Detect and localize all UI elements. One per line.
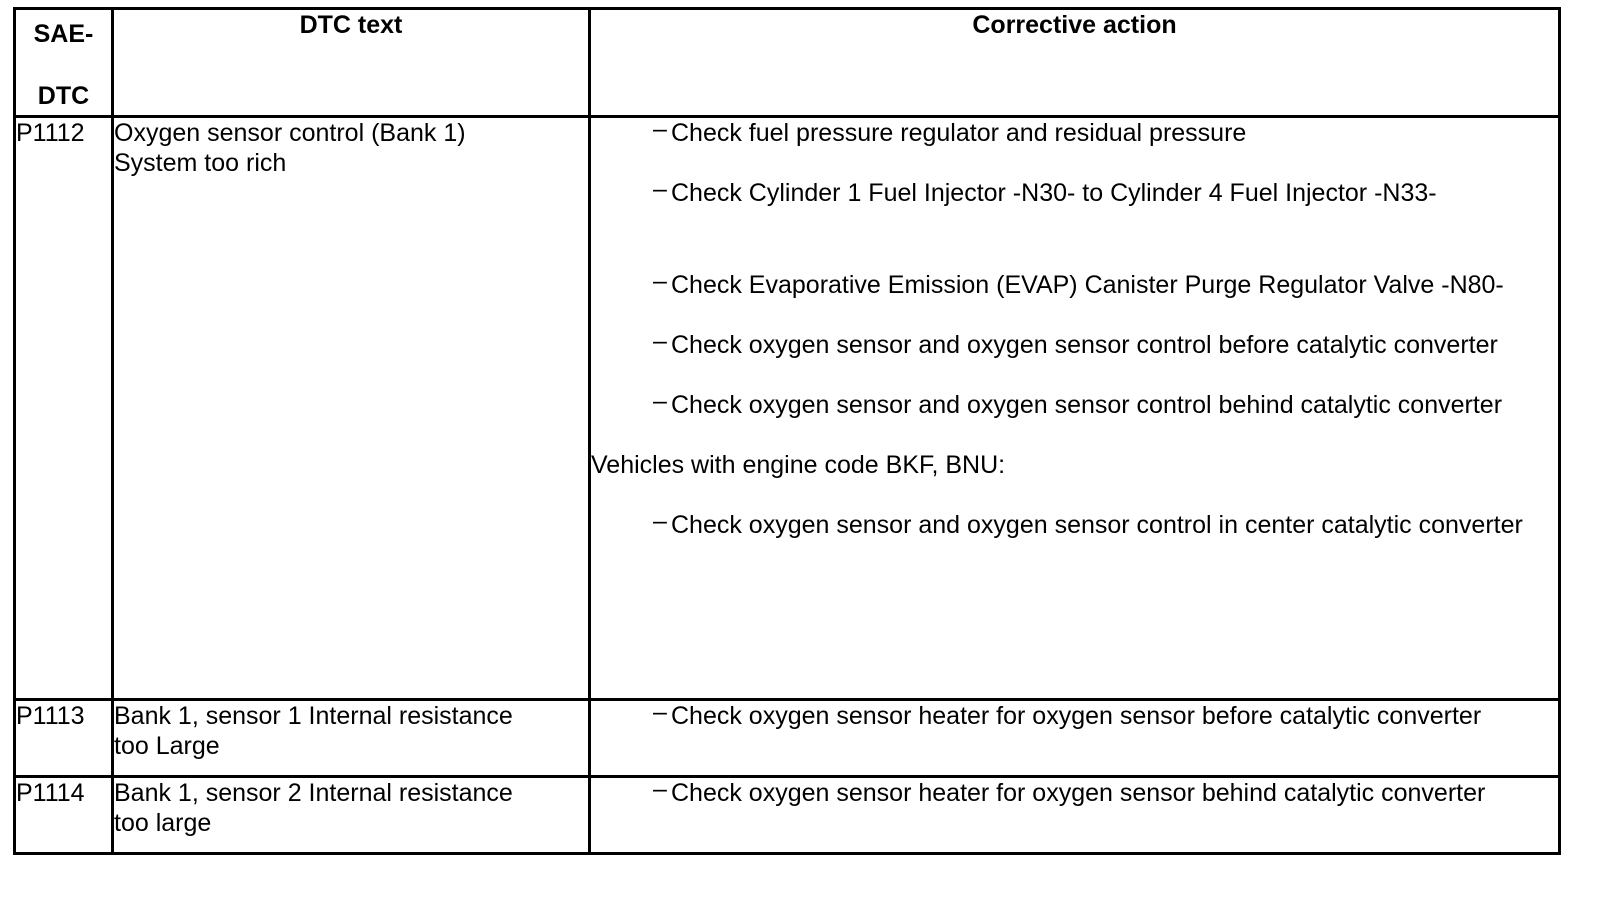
header-dtc-text: DTC text — [111, 7, 591, 118]
header-row: SAE- DTC DTC text Corrective action — [13, 7, 1561, 118]
action-item: – Check fuel pressure regulator and resi… — [591, 115, 1558, 148]
dtc-text-line: Bank 1, sensor 2 Internal resistance — [114, 779, 513, 807]
action-item: – Check Cylinder 1 Fuel Injector -N30- t… — [591, 175, 1558, 208]
dtc-table: SAE- DTC DTC text Corrective action P111… — [13, 7, 1561, 855]
corrective-action: – Check fuel pressure regulator and resi… — [588, 115, 1561, 701]
header-sae-dtc-line2: DTC — [37, 82, 90, 110]
header-corrective-action: Corrective action — [588, 7, 1561, 118]
dtc-text: Bank 1, sensor 2 Internal resistance too… — [111, 775, 591, 855]
dtc-text-line: too Large — [114, 732, 220, 760]
dtc-text-line: System too rich — [114, 149, 287, 177]
action-item: – Check oxygen sensor heater for oxygen … — [591, 775, 1558, 808]
dash-bullet: – — [653, 327, 667, 355]
dtc-code: P1112 — [13, 115, 114, 701]
action-text: Check oxygen sensor and oxygen sensor co… — [671, 331, 1498, 359]
dash-bullet: – — [653, 775, 667, 803]
table-row-p1114: P1114 Bank 1, sensor 2 Internal resistan… — [13, 775, 1561, 855]
dtc-code: P1114 — [13, 775, 114, 855]
corrective-action: – Check oxygen sensor heater for oxygen … — [588, 775, 1561, 855]
header-sae-dtc-line1: SAE- — [33, 20, 94, 48]
dash-bullet: – — [653, 115, 667, 143]
action-text: Check fuel pressure regulator and residu… — [671, 119, 1247, 147]
action-text: Check oxygen sensor heater for oxygen se… — [671, 702, 1482, 730]
action-text: Check Cylinder 1 Fuel Injector -N30- to … — [671, 179, 1437, 207]
dash-bullet: – — [653, 267, 667, 295]
dtc-text-line: Oxygen sensor control (Bank 1) — [114, 119, 466, 147]
dash-bullet: – — [653, 698, 667, 726]
header-sae-dtc: SAE- DTC — [13, 7, 114, 118]
vehicles-note: Vehicles with engine code BKF, BNU: — [591, 451, 1006, 479]
action-text: Check Evaporative Emission (EVAP) Canist… — [671, 271, 1504, 299]
dtc-text-line: too large — [114, 809, 212, 837]
table-row-p1113: P1113 Bank 1, sensor 1 Internal resistan… — [13, 698, 1561, 778]
action-text: Check oxygen sensor heater for oxygen se… — [671, 779, 1486, 807]
dash-bullet: – — [653, 175, 667, 203]
action-item: – Check Evaporative Emission (EVAP) Cani… — [591, 267, 1558, 300]
action-item: – Check oxygen sensor and oxygen sensor … — [591, 327, 1558, 360]
table-row-p1112: P1112 Oxygen sensor control (Bank 1) Sys… — [13, 115, 1561, 701]
corrective-action: – Check oxygen sensor heater for oxygen … — [588, 698, 1561, 778]
action-item: – Check oxygen sensor and oxygen sensor … — [591, 387, 1558, 420]
dash-bullet: – — [653, 507, 667, 535]
action-text: Check oxygen sensor and oxygen sensor co… — [671, 391, 1503, 419]
action-item: – Check oxygen sensor and oxygen sensor … — [591, 507, 1558, 540]
action-text: Check oxygen sensor and oxygen sensor co… — [671, 511, 1523, 539]
dash-bullet: – — [653, 387, 667, 415]
dtc-code: P1113 — [13, 698, 114, 778]
dtc-text-line: Bank 1, sensor 1 Internal resistance — [114, 702, 513, 730]
dtc-text: Oxygen sensor control (Bank 1) System to… — [111, 115, 591, 701]
action-item: – Check oxygen sensor heater for oxygen … — [591, 698, 1558, 731]
dtc-text: Bank 1, sensor 1 Internal resistance too… — [111, 698, 591, 778]
